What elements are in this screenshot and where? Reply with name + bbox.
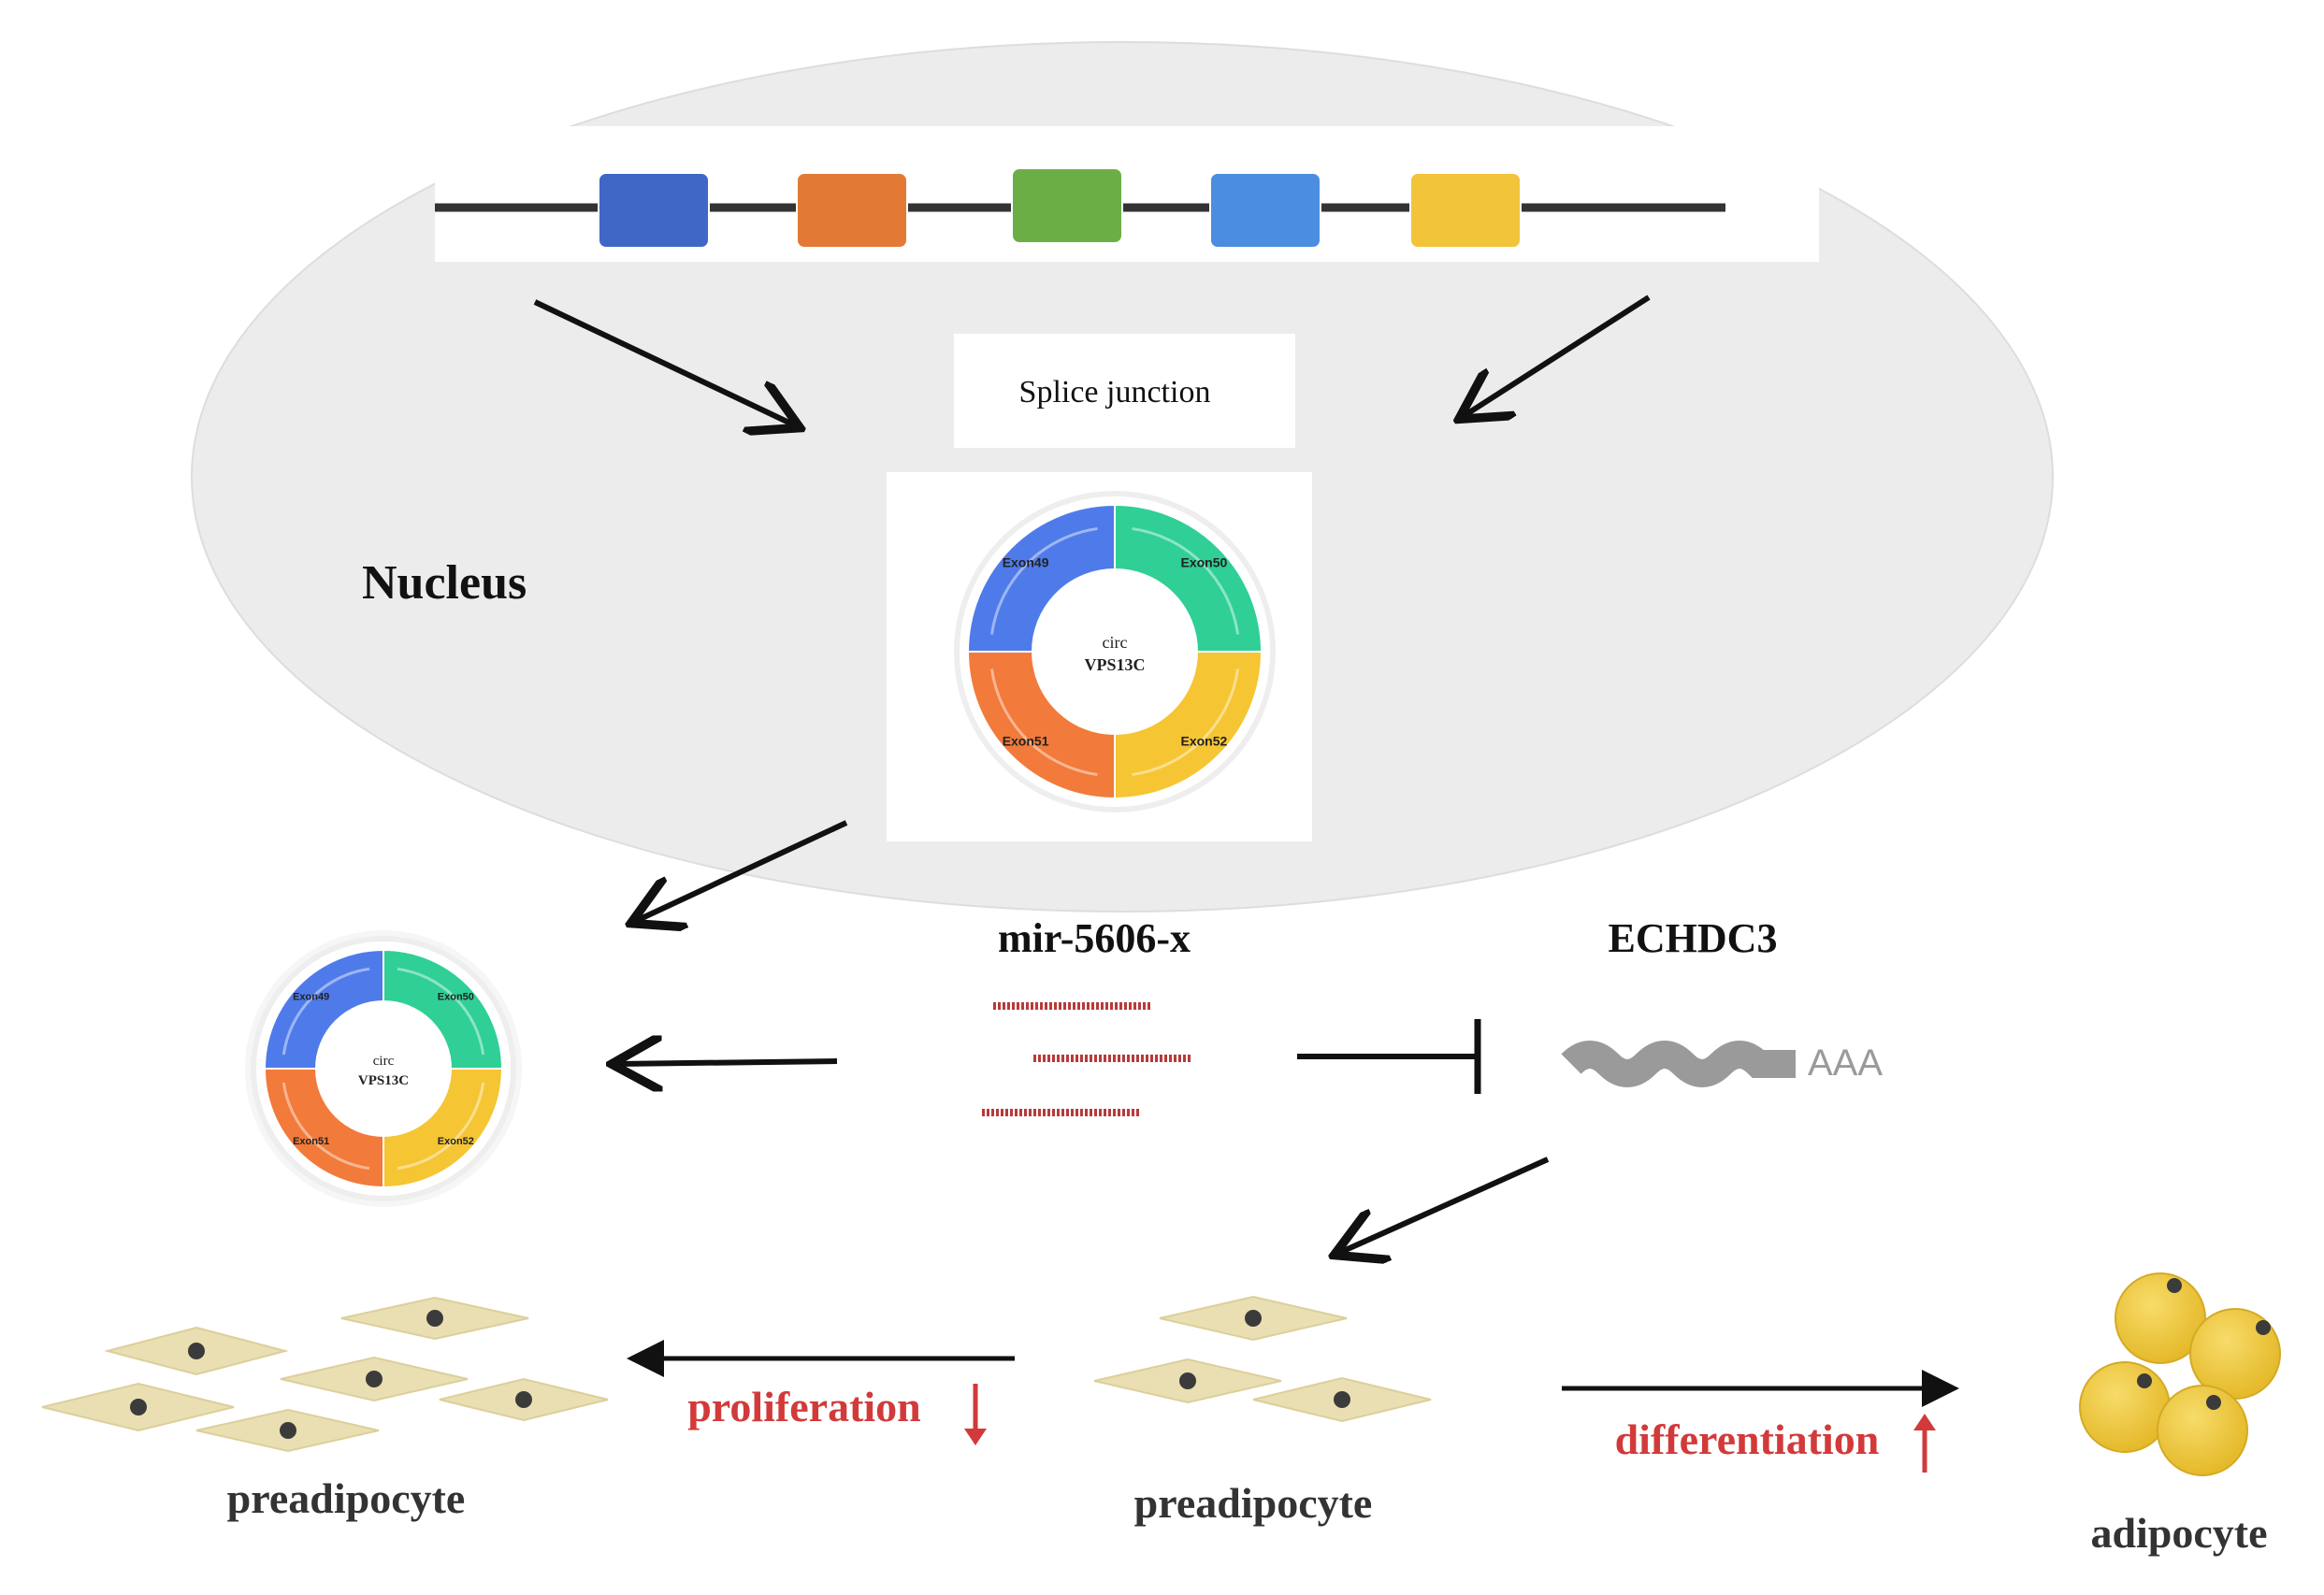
circrna-exon-label: Exon51 (293, 1136, 329, 1147)
arrow-gene-to-splice-right (1464, 295, 1651, 416)
differentiation-label: differentiation (1615, 1415, 1880, 1463)
gene-exon-5 (1409, 172, 1522, 249)
splice-junction-label: Splice junction (1019, 375, 1211, 410)
circrna-exon-segment (263, 1068, 384, 1189)
circrna-exon-highlight (1132, 668, 1240, 777)
circrna-exon-label: Exon52 (1180, 733, 1227, 748)
preadipocyte-label-middle: preadipocyte (1134, 1479, 1373, 1527)
circrna-exon-highlight (397, 1082, 485, 1171)
adipocyte-nucleus (2206, 1395, 2221, 1410)
preadipocyte-cluster-middle (1093, 1295, 1432, 1423)
adipocyte-nucleus (2137, 1373, 2152, 1388)
circrna-exon-label: Exon51 (1003, 733, 1049, 748)
circrna-exon-segment (1114, 503, 1263, 653)
preadipocyte-label-left: preadipocyte (227, 1474, 466, 1522)
adipocyte-cell (2157, 1385, 2248, 1476)
preadipocyte-cluster-left (41, 1296, 609, 1453)
circrna-exon-label: Exon52 (438, 1136, 474, 1147)
circrna-name-line1: circ (373, 1054, 395, 1069)
circrna-exon-label: Exon49 (293, 991, 329, 1002)
gene-exon-4 (1209, 172, 1321, 249)
circrna-exon-segment (263, 948, 384, 1070)
adipocyte-cell (2079, 1361, 2171, 1453)
proliferation-down-arrow-icon (964, 1384, 987, 1445)
nucleus-label: Nucleus (362, 556, 527, 610)
adipocyte-label: adipocyte (2090, 1509, 2267, 1557)
circrna-exon-segment (1114, 651, 1263, 800)
echdc3-mrna-strand (1561, 1041, 1796, 1087)
circrna-exon-highlight (989, 526, 1098, 635)
cell-nucleus (1245, 1310, 1262, 1327)
echdc3-label: ECHDC3 (1609, 915, 1778, 961)
circrna-exon-highlight (397, 967, 485, 1056)
circrna-name-line1: circ (1103, 633, 1128, 652)
arrow-echdc3-to-preadipocyte (1339, 1157, 1550, 1253)
cell-nucleus (130, 1399, 147, 1415)
arrow-export-circrna (636, 820, 848, 921)
adipocyte-cluster (2079, 1272, 2281, 1476)
mirna-label: mir-5606-x (998, 915, 1191, 961)
gene-exon-3 (1011, 167, 1123, 244)
circrna-name-line2: VPS13C (1084, 655, 1145, 674)
cell-nucleus (280, 1422, 296, 1439)
poly-a-tail: AAA (1808, 1042, 1883, 1084)
circrna-exon-label: Exon50 (1180, 554, 1227, 569)
differentiation-up-arrow-icon (1913, 1414, 1936, 1473)
splice-junction-box (954, 334, 1295, 448)
gene-exons (598, 167, 1522, 249)
circrna-exon-highlight (1132, 526, 1240, 635)
adipocyte-cell (2115, 1272, 2206, 1364)
mirna-strands (982, 1002, 1191, 1116)
gene-exon-1 (598, 172, 710, 249)
gene-exon-2 (796, 172, 908, 249)
proliferation-label: proliferation (687, 1383, 921, 1430)
cell-nucleus (1334, 1391, 1350, 1408)
arrow-gene-to-splice-left (533, 299, 795, 425)
circrna-exon-segment (966, 651, 1116, 800)
circrna-exon-segment (383, 1068, 504, 1189)
cell-nucleus (515, 1391, 532, 1408)
cell-nucleus (188, 1343, 205, 1359)
inhibition-mirna-echdc3 (1297, 1019, 1481, 1094)
adipocyte-nucleus (2167, 1278, 2182, 1293)
circrna-exon-highlight (281, 967, 370, 1056)
arrow-mirna-to-circrna (617, 1061, 838, 1064)
circrna-exon-label: Exon50 (438, 991, 474, 1002)
circrna-name-line2: VPS13C (358, 1073, 409, 1088)
circrna-exon-segment (966, 503, 1116, 653)
circrna-exon-highlight (989, 668, 1098, 777)
cell-nucleus (426, 1310, 443, 1327)
circrna-exon-highlight (281, 1082, 370, 1171)
circrna-exon-segment (383, 948, 504, 1070)
cell-nucleus (366, 1371, 383, 1387)
cell-nucleus (1179, 1372, 1196, 1389)
adipocyte-nucleus (2256, 1320, 2271, 1335)
circrna-exon-label: Exon49 (1003, 554, 1049, 569)
